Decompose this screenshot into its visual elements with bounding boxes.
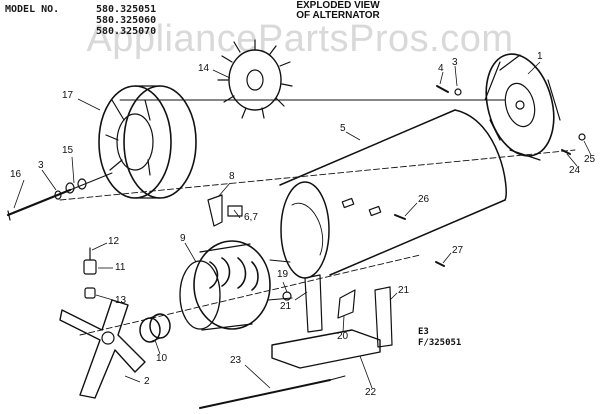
part-21-link-left — [304, 274, 323, 333]
callout-3b: 3 — [452, 57, 458, 68]
callout-12: 12 — [108, 236, 120, 247]
callout-13: 13 — [115, 295, 127, 306]
callout-8: 8 — [229, 171, 235, 182]
callout-24: 24 — [569, 165, 581, 176]
part-2-fan-star — [59, 299, 146, 399]
part-25-washer — [578, 133, 586, 141]
callout-16: 16 — [10, 169, 22, 180]
callout-6-7: 6,7 — [244, 212, 258, 223]
reference-code-line-1: E3 — [418, 327, 429, 337]
model-label: MODEL NO. — [5, 4, 60, 15]
part-14-fan — [217, 39, 293, 119]
part-24-screw — [561, 149, 571, 155]
part-8-bracket — [207, 194, 223, 227]
callout-25: 25 — [584, 154, 596, 165]
callout-26: 26 — [418, 194, 430, 205]
callout-23: 23 — [230, 355, 242, 366]
callout-4: 4 — [438, 63, 444, 74]
callout-17: 17 — [62, 90, 74, 101]
callout-20: 20 — [337, 331, 349, 342]
callout-27: 27 — [452, 245, 464, 256]
callout-15: 15 — [62, 145, 74, 156]
part-20-clip — [337, 289, 356, 319]
diagram-title-line-1: EXPLODED VIEW — [296, 0, 380, 11]
part-11-brush-holder — [83, 247, 97, 299]
part-26-screw — [394, 214, 406, 220]
part-4-bolt — [436, 85, 449, 93]
callout-10: 10 — [156, 353, 168, 364]
part-15-washer-b — [77, 178, 87, 190]
callout-21b: 21 — [398, 285, 410, 296]
model-number-2: 580.325060 — [96, 15, 157, 26]
part-21-link-right — [374, 286, 393, 348]
callout-1: 1 — [537, 51, 543, 62]
reference-code-line-2: F/325051 — [418, 338, 462, 348]
part-27-screw — [435, 261, 445, 267]
part-1-end-bell — [484, 53, 561, 161]
part-6-7-diode — [227, 205, 243, 217]
callout-9: 9 — [180, 233, 186, 244]
diagram-title-line-2: OF ALTERNATOR — [296, 10, 380, 21]
part-3-washer-right — [454, 88, 462, 96]
part-22-base — [271, 329, 381, 369]
callout-2: 2 — [144, 376, 150, 387]
part-15-washer-a — [65, 182, 75, 194]
part-16-bolt — [6, 172, 113, 221]
model-number-1: 580.325051 — [96, 4, 157, 15]
callout-14: 14 — [198, 63, 210, 74]
part-10-bearing — [139, 313, 171, 343]
callout-19: 19 — [277, 269, 289, 280]
callout-11: 11 — [115, 262, 126, 273]
axis-line-lower — [79, 254, 421, 336]
part-23-rod — [199, 379, 331, 409]
part-9-stator — [179, 240, 293, 331]
callout-5: 5 — [340, 123, 346, 134]
part-3-washer — [54, 190, 62, 200]
callout-22: 22 — [365, 387, 377, 398]
axis-line-center — [59, 149, 576, 201]
callout-3a: 3 — [38, 160, 44, 171]
model-number-3: 580.325070 — [96, 26, 157, 37]
callout-21a: 21 — [280, 301, 292, 312]
part-5-housing — [279, 109, 507, 279]
part-17-shroud — [98, 85, 197, 199]
